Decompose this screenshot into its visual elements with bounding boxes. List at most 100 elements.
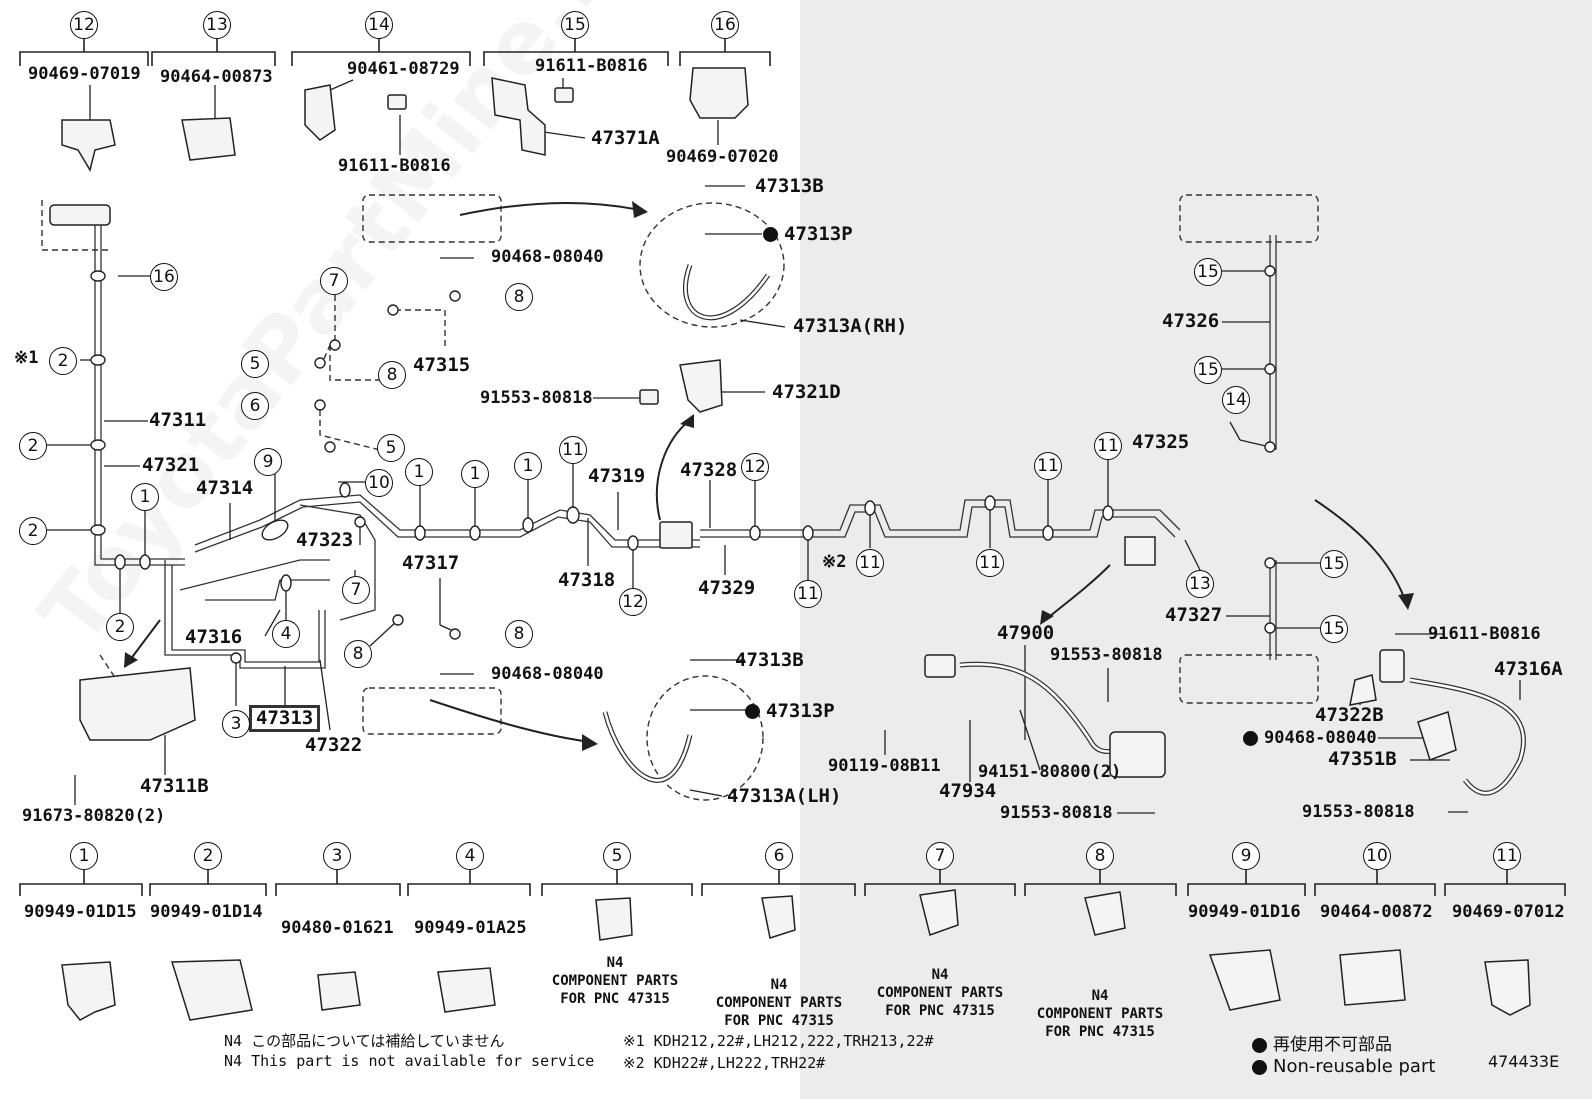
ref-num-10-callout[interactable]: 10 [365,469,393,497]
star-note-1-marker: ※1 [14,348,39,368]
ref-num-5-callout[interactable]: 5 [241,350,269,378]
part-91611-B0816-top[interactable]: 91611-B0816 [338,156,451,176]
part-47351B[interactable]: 47351B [1328,748,1397,770]
ref-num-1-callout[interactable]: 1 [514,452,542,480]
part-47313P-top-text: 47313P [784,223,853,245]
part-47934[interactable]: 47934 [939,780,997,802]
part-47327[interactable]: 47327 [1165,604,1223,626]
ref-num-13-callout[interactable]: 13 [1186,570,1214,598]
ref-num-8-callout[interactable]: 8 [505,620,533,648]
part-47313A-LH[interactable]: 47313A(LH) [727,785,842,807]
star-note-2-marker: ※2 [822,552,847,572]
part-90468-08040-bot[interactable]: 90468-08040 [491,664,604,684]
note-component-7: N4 COMPONENT PARTS FOR PNC 47315 [876,967,1004,1020]
part-47313P-bot[interactable]: 47313P [745,702,835,721]
part-90464-00873[interactable]: 90464-00873 [160,67,273,87]
non-reusable-dot [1243,730,1258,746]
part-47316[interactable]: 47316 [185,626,243,648]
part-47313B-top[interactable]: 47313B [755,175,824,197]
ref-num-11-callout[interactable]: 11 [559,436,587,464]
part-91611-B0816-b[interactable]: 91611-B0816 [535,56,648,76]
part-90949-01A25[interactable]: 90949-01A25 [414,918,527,938]
part-90949-01D15[interactable]: 90949-01D15 [24,902,137,922]
ref-num-11-callout[interactable]: 11 [856,549,884,577]
ref-num-11-callout[interactable]: 11 [976,549,1004,577]
part-47323[interactable]: 47323 [296,529,354,551]
part-47318[interactable]: 47318 [558,569,616,591]
part-47311B[interactable]: 47311B [140,775,209,797]
part-47313P-top[interactable]: 47313P [763,225,853,244]
part-90119-08B11[interactable]: 90119-08B11 [828,756,941,776]
part-47322[interactable]: 47322 [305,734,363,756]
part-47314[interactable]: 47314 [196,477,254,499]
ref-num-1-callout[interactable]: 1 [131,483,159,511]
part-90469-07020[interactable]: 90469-07020 [666,147,779,167]
part-47900[interactable]: 47900 [997,622,1055,644]
ref-num-2-callout[interactable]: 2 [106,613,134,641]
ref-num-6-callout[interactable]: 6 [241,392,269,420]
part-94151-80800[interactable]: 94151-80800(2) [978,762,1122,782]
part-90949-01D16[interactable]: 90949-01D16 [1188,902,1301,922]
part-91611-B0816-r[interactable]: 91611-B0816 [1428,624,1541,644]
ref-num-3-callout[interactable]: 3 [222,710,250,738]
ref-num-7-callout[interactable]: 7 [342,576,370,604]
part-47315[interactable]: 47315 [413,354,471,376]
part-47322B[interactable]: 47322B [1315,704,1384,726]
ref-num-15-callout[interactable]: 15 [1194,258,1222,286]
part-90468-08040-top[interactable]: 90468-08040 [491,247,604,267]
part-90468-08040-r[interactable]: 90468-08040 [1243,730,1377,747]
ref-num-12-callout[interactable]: 12 [619,588,647,616]
part-47325[interactable]: 47325 [1132,431,1190,453]
ref-num-11-callout[interactable]: 11 [1094,432,1122,460]
part-47326[interactable]: 47326 [1162,310,1220,332]
ref-num-7-callout[interactable]: 7 [320,267,348,295]
ref-num-16-callout[interactable]: 16 [150,263,178,291]
part-90468-08040-r-text: 90468-08040 [1264,728,1377,748]
ref-num-4: 4 [456,842,484,870]
part-91673-80820[interactable]: 91673-80820(2) [22,806,166,826]
legend-non-reusable-en: Non-reusable part [1252,1056,1435,1077]
ref-num-8-callout[interactable]: 8 [344,640,372,668]
part-47316A[interactable]: 47316A [1494,658,1563,680]
ref-num-5-callout[interactable]: 5 [377,434,405,462]
part-47313-highlighted[interactable]: 47313 [249,705,321,732]
part-47313B-bot[interactable]: 47313B [735,649,804,671]
part-91553-80818-b[interactable]: 91553-80818 [1050,645,1163,665]
ref-num-11-callout[interactable]: 11 [1034,452,1062,480]
ref-num-8-callout[interactable]: 8 [505,283,533,311]
ref-num-12-callout[interactable]: 12 [741,453,769,481]
part-90949-01D14[interactable]: 90949-01D14 [150,902,263,922]
part-90461-08729[interactable]: 90461-08729 [347,59,460,79]
part-47371A[interactable]: 47371A [591,127,660,149]
part-91553-80818-d[interactable]: 91553-80818 [1302,802,1415,822]
ref-num-1-callout[interactable]: 1 [405,458,433,486]
part-47329[interactable]: 47329 [698,577,756,599]
part-91553-80818-a[interactable]: 91553-80818 [480,388,593,408]
part-90469-07019[interactable]: 90469-07019 [28,64,141,84]
legend-en-text: Non-reusable part [1273,1056,1436,1077]
part-47321D[interactable]: 47321D [772,381,841,403]
part-47319[interactable]: 47319 [588,465,646,487]
part-47317[interactable]: 47317 [402,552,460,574]
ref-num-2-callout[interactable]: 2 [49,347,77,375]
ref-num-15-callout[interactable]: 15 [1194,356,1222,384]
part-47313A-RH[interactable]: 47313A(RH) [793,315,908,337]
ref-num-14-callout[interactable]: 14 [1222,386,1250,414]
ref-num-11-callout[interactable]: 11 [794,580,822,608]
ref-num-9-callout[interactable]: 9 [254,448,282,476]
ref-num-15-callout[interactable]: 15 [1320,550,1348,578]
ref-num-13: 13 [203,11,231,39]
ref-num-2-callout[interactable]: 2 [19,432,47,460]
ref-num-2-callout[interactable]: 2 [19,517,47,545]
ref-num-1-callout[interactable]: 1 [461,460,489,488]
part-47311[interactable]: 47311 [149,409,207,431]
part-90464-00872[interactable]: 90464-00872 [1320,902,1433,922]
part-47321[interactable]: 47321 [142,454,200,476]
ref-num-8-callout[interactable]: 8 [378,361,406,389]
part-91553-80818-c[interactable]: 91553-80818 [1000,803,1113,823]
part-90469-07012[interactable]: 90469-07012 [1452,902,1565,922]
ref-num-4-callout[interactable]: 4 [272,620,300,648]
part-90480-01621[interactable]: 90480-01621 [281,918,394,938]
ref-num-15-callout[interactable]: 15 [1320,615,1348,643]
part-47328[interactable]: 47328 [680,459,738,481]
